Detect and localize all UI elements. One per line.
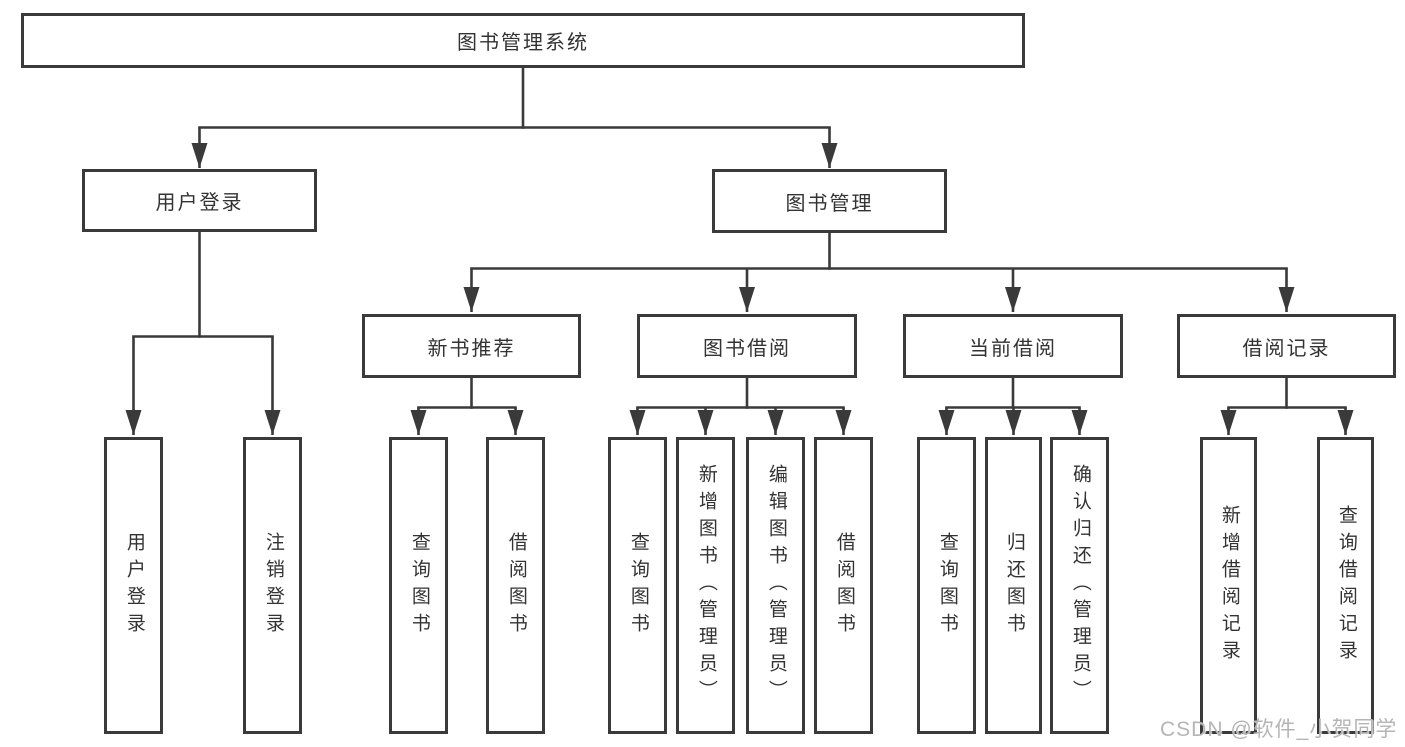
node-leaf-add-borrow-record: 新增借阅记录 xyxy=(1200,437,1257,734)
node-leaf-confirm-return-admin: 确认归还（管理员） xyxy=(1050,437,1109,734)
node-leaf-confirm-return-admin-label: 确认归还（管理员） xyxy=(1069,464,1091,707)
node-book-management-branch-label: 图书管理 xyxy=(785,192,874,215)
node-leaf-query-books-current: 查询图书 xyxy=(917,437,976,734)
node-leaf-add-book-admin: 新增图书（管理员） xyxy=(676,437,735,734)
node-leaf-query-borrow-record: 查询借阅记录 xyxy=(1317,437,1374,734)
node-new-book-recommend-label: 新书推荐 xyxy=(427,337,516,360)
node-leaf-logout-label: 注销登录 xyxy=(262,531,284,640)
node-leaf-return-book-label: 归还图书 xyxy=(1003,531,1025,640)
node-leaf-query-books-borrowing-label: 查询图书 xyxy=(627,531,649,640)
node-leaf-user-login: 用户登录 xyxy=(104,437,163,734)
node-leaf-edit-book-admin: 编辑图书（管理员） xyxy=(746,437,805,734)
node-leaf-add-book-admin-label: 新增图书（管理员） xyxy=(695,464,717,707)
node-new-book-recommend: 新书推荐 xyxy=(362,314,581,378)
node-leaf-logout: 注销登录 xyxy=(243,437,302,734)
node-user-login-branch-label: 用户登录 xyxy=(155,192,244,214)
node-current-borrowing: 当前借阅 xyxy=(903,314,1123,378)
node-book-management-branch: 图书管理 xyxy=(712,169,947,233)
node-leaf-borrow-books-borrowing: 借阅图书 xyxy=(814,437,873,734)
node-leaf-query-borrow-record-label: 查询借阅记录 xyxy=(1335,504,1357,667)
node-book-borrowing: 图书借阅 xyxy=(637,314,857,378)
node-leaf-return-book: 归还图书 xyxy=(985,437,1042,734)
node-leaf-query-books-recommend: 查询图书 xyxy=(389,437,448,734)
node-leaf-user-login-label: 用户登录 xyxy=(123,531,145,640)
node-borrowing-records: 借阅记录 xyxy=(1177,314,1396,378)
node-leaf-borrow-books-recommend: 借阅图书 xyxy=(486,437,545,734)
node-borrowing-records-label: 借阅记录 xyxy=(1242,337,1331,360)
node-leaf-query-books-recommend-label: 查询图书 xyxy=(408,531,430,640)
node-user-login-branch: 用户登录 xyxy=(82,169,317,232)
node-book-borrowing-label: 图书借阅 xyxy=(703,337,791,360)
node-library-system-root: 图书管理系统 xyxy=(21,13,1025,68)
node-leaf-edit-book-admin-label: 编辑图书（管理员） xyxy=(765,464,787,707)
watermark: CSDN @软件_小贺同学 xyxy=(1160,718,1398,741)
node-leaf-query-books-current-label: 查询图书 xyxy=(936,531,958,640)
node-leaf-borrow-books-borrowing-label: 借阅图书 xyxy=(833,531,855,640)
node-library-system-root-label: 图书管理系统 xyxy=(457,32,589,54)
node-leaf-query-books-borrowing: 查询图书 xyxy=(608,437,667,734)
node-leaf-borrow-books-recommend-label: 借阅图书 xyxy=(505,531,527,640)
node-current-borrowing-label: 当前借阅 xyxy=(969,337,1057,360)
node-leaf-add-borrow-record-label: 新增借阅记录 xyxy=(1218,504,1240,667)
